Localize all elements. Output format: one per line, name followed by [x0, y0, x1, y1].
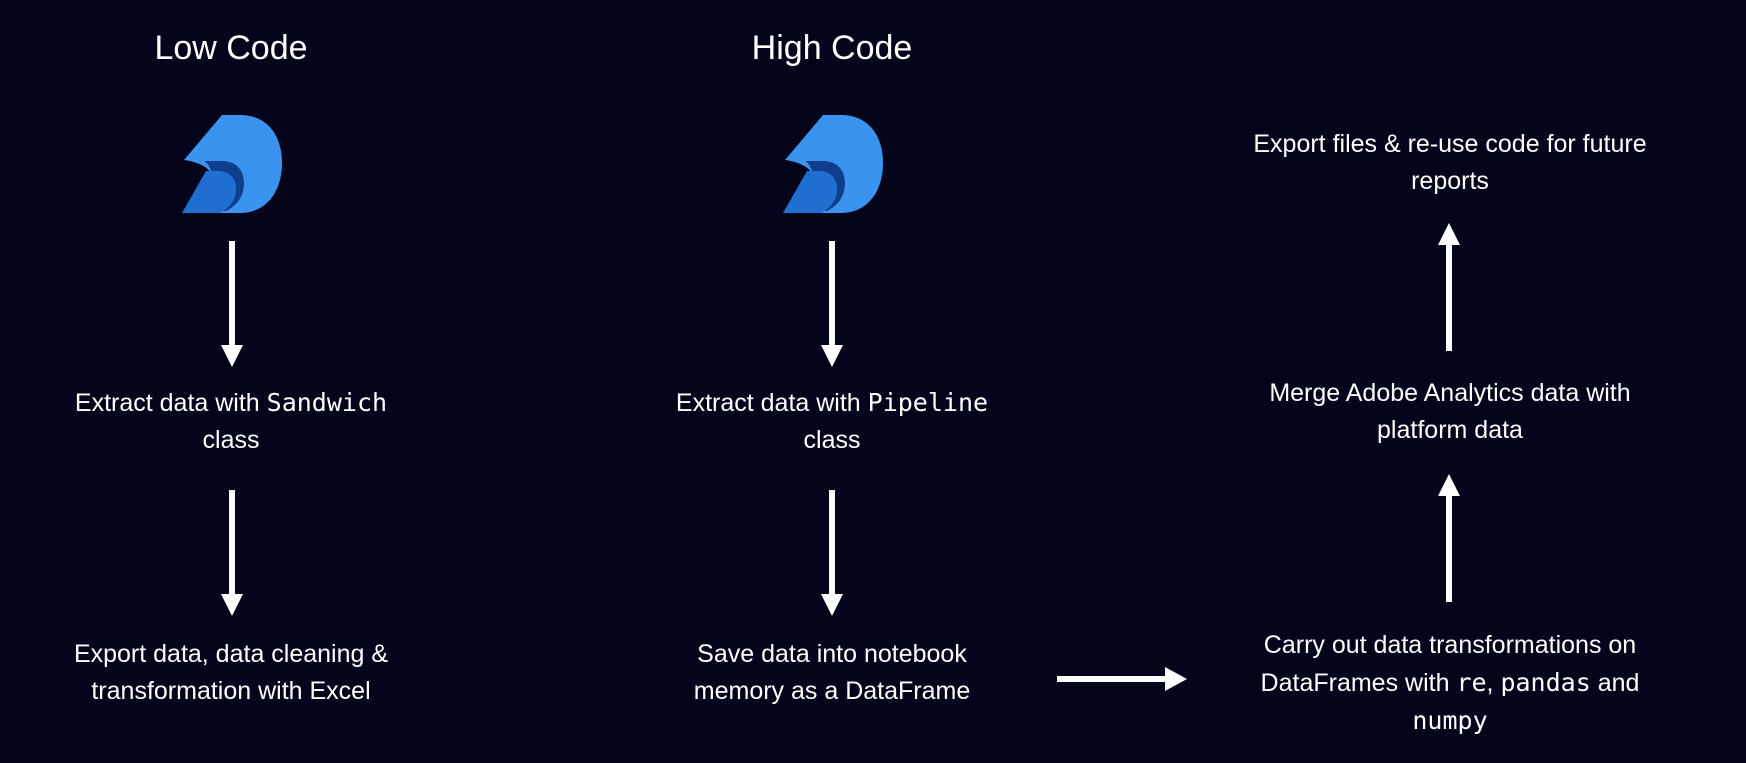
- app-logo-icon: [182, 115, 282, 213]
- arrow-up-icon: [1438, 223, 1460, 351]
- high-code-extract-step: Extract data with Pipeline class: [632, 384, 1032, 459]
- high-code-save-step: Save data into notebook memory as a Data…: [632, 636, 1032, 710]
- step-text: reports: [1411, 167, 1489, 195]
- library-name-code: numpy: [1412, 706, 1488, 735]
- arrow-down-icon: [221, 241, 243, 367]
- step-text: Export data, data cleaning &: [73, 640, 389, 668]
- arrow-down-icon: [821, 490, 843, 616]
- high-code-title: High Code: [751, 29, 913, 67]
- arrow-down-icon: [221, 490, 243, 616]
- step-text: Extract data with: [74, 389, 267, 417]
- step-text: Carry out data transformations on: [1263, 631, 1637, 659]
- step-text: Merge Adobe Analytics data with: [1269, 379, 1631, 407]
- step-text: memory as a DataFrame: [693, 677, 971, 705]
- step-text: Export files & re-use code for future: [1253, 130, 1647, 158]
- library-name-code: re: [1456, 668, 1487, 697]
- arrow-down-icon: [821, 241, 843, 367]
- step-text: Save data into notebook: [697, 640, 967, 668]
- class-name-code: Sandwich: [266, 388, 388, 417]
- low-code-title: Low Code: [154, 29, 308, 67]
- arrow-up-icon: [1438, 474, 1460, 602]
- low-code-extract-step: Extract data with Sandwich class: [31, 384, 431, 459]
- step-text: transformation with Excel: [91, 677, 371, 705]
- step-text: platform data: [1377, 416, 1523, 444]
- merge-data-step: Merge Adobe Analytics data with platform…: [1200, 375, 1700, 449]
- export-files-step: Export files & re-use code for future re…: [1200, 126, 1700, 200]
- low-code-export-step: Export data, data cleaning & transformat…: [31, 636, 431, 710]
- arrow-right-icon: [1057, 667, 1187, 691]
- library-name-code: pandas: [1500, 668, 1591, 697]
- step-text: DataFrames with: [1260, 669, 1457, 697]
- step-text: class: [202, 426, 260, 454]
- app-logo-icon: [783, 115, 883, 213]
- transform-data-step: Carry out data transformations on DataFr…: [1200, 627, 1700, 740]
- step-text: Extract data with: [675, 389, 868, 417]
- step-text: ,: [1486, 669, 1501, 697]
- class-name-code: Pipeline: [867, 388, 989, 417]
- step-text: class: [803, 426, 861, 454]
- step-text: and: [1590, 669, 1640, 697]
